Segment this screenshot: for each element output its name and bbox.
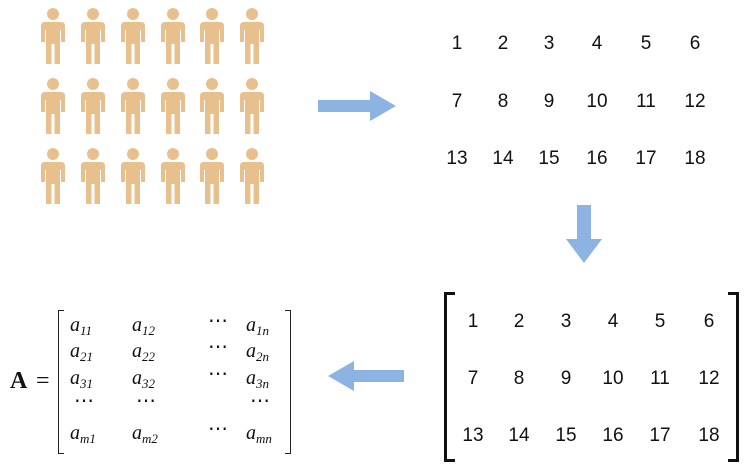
person-icon — [80, 8, 106, 64]
number-cell: 13 — [462, 425, 484, 446]
person-icon — [160, 148, 186, 204]
person-icon — [120, 8, 146, 64]
number-cell: 9 — [543, 91, 555, 112]
formula-bracket-left — [58, 310, 64, 454]
number-cell: 15 — [538, 148, 560, 169]
people-grid — [40, 8, 280, 208]
matrix-entry: a3n — [246, 367, 269, 391]
matrix-bracket-right — [728, 292, 739, 462]
matrix-entry: am1 — [70, 422, 96, 446]
person-icon — [80, 78, 106, 134]
formula-bracket-right — [285, 310, 291, 454]
number-cell: 18 — [684, 148, 706, 169]
number-cell: 6 — [689, 33, 701, 54]
number-cell: 1 — [467, 311, 479, 332]
person-icon — [40, 8, 66, 64]
person-icon — [239, 78, 265, 134]
matrix-entry: amn — [246, 422, 272, 446]
number-cell: 17 — [649, 425, 671, 446]
person-icon — [80, 148, 106, 204]
person-icon — [40, 148, 66, 204]
equals-sign: = — [36, 368, 50, 394]
number-cell: 4 — [607, 311, 619, 332]
ellipsis: ⋯ — [208, 336, 228, 358]
number-cell: 10 — [602, 368, 624, 389]
person-icon — [199, 148, 225, 204]
matrix-bracket-left — [444, 292, 455, 462]
matrix-entry: a31 — [70, 367, 93, 391]
ellipsis: ⋯ — [208, 363, 228, 385]
person-icon — [239, 8, 265, 64]
number-cell: 3 — [543, 33, 555, 54]
number-cell: 6 — [703, 311, 715, 332]
number-cell: 10 — [586, 91, 608, 112]
number-cell: 12 — [698, 368, 720, 389]
number-cell: 12 — [684, 91, 706, 112]
matrix-entry: a32 — [132, 367, 155, 391]
matrix-entry: am2 — [132, 422, 158, 446]
ellipsis: ⋯ — [208, 418, 228, 440]
matrix-entry: a2n — [246, 340, 269, 364]
number-cell: 18 — [698, 425, 720, 446]
number-cell: 13 — [446, 148, 468, 169]
number-cell: 16 — [586, 148, 608, 169]
matrix-entry: a22 — [132, 340, 155, 364]
person-icon — [40, 78, 66, 134]
arrow-left-icon — [328, 361, 404, 391]
number-cell: 1 — [451, 33, 463, 54]
person-icon — [199, 78, 225, 134]
matrix-entry: a21 — [70, 340, 93, 364]
number-cell: 8 — [497, 91, 509, 112]
person-icon — [199, 8, 225, 64]
number-cell: 8 — [513, 368, 525, 389]
person-icon — [160, 8, 186, 64]
number-cell: 4 — [591, 33, 603, 54]
number-cell: 16 — [602, 425, 624, 446]
ellipsis: ⋯ — [136, 390, 156, 412]
number-cell: 15 — [555, 425, 577, 446]
number-cell: 14 — [492, 148, 514, 169]
number-cell: 3 — [560, 311, 572, 332]
number-cell: 11 — [650, 368, 670, 389]
person-icon — [120, 78, 146, 134]
ellipsis: ⋯ — [250, 390, 270, 412]
number-cell: 17 — [635, 148, 657, 169]
arrow-right-icon — [318, 91, 396, 121]
matrix-entry: a11 — [70, 314, 93, 338]
arrow-down-icon — [566, 205, 602, 263]
person-icon — [120, 148, 146, 204]
number-cell: 5 — [654, 311, 666, 332]
number-cell: 2 — [497, 33, 509, 54]
number-cell: 2 — [513, 311, 525, 332]
number-cell: 7 — [467, 368, 479, 389]
ellipsis: ⋯ — [74, 390, 94, 412]
matrix-symbol: A — [10, 368, 28, 394]
number-cell: 14 — [508, 425, 530, 446]
person-icon — [239, 148, 265, 204]
person-icon — [160, 78, 186, 134]
number-cell: 5 — [640, 33, 652, 54]
ellipsis: ⋯ — [208, 310, 228, 332]
number-cell: 7 — [451, 91, 463, 112]
matrix-entry: a1n — [246, 314, 269, 338]
number-cell: 9 — [560, 368, 572, 389]
number-cell: 11 — [636, 91, 656, 112]
matrix-entry: a12 — [132, 314, 155, 338]
